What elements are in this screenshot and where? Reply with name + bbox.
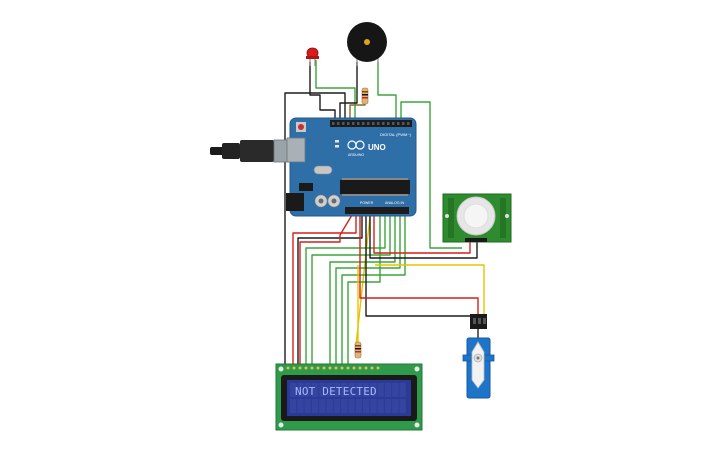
wire-green-4	[335, 215, 401, 365]
wire-green-2	[311, 215, 391, 365]
wire-green-buzzer	[377, 62, 397, 125]
lcd-cell	[290, 399, 297, 413]
wire-green-3	[329, 215, 396, 365]
lcd-cell	[348, 399, 355, 413]
lcd-cell	[304, 383, 311, 397]
lcd-cell	[319, 399, 326, 413]
usb-cable-icon	[210, 139, 293, 163]
lcd-display-text: NOT DETECTED	[295, 385, 377, 398]
wire-red-lcd	[292, 215, 357, 365]
reset-button[interactable]	[296, 122, 306, 132]
lcd-cell	[341, 383, 348, 397]
piezo-buzzer-icon[interactable]	[347, 22, 387, 66]
lcd-cell	[290, 383, 297, 397]
resistor-icon[interactable]	[361, 87, 369, 105]
digital-label: DIGITAL (PWM~)	[380, 132, 412, 137]
wire-black-pir	[369, 215, 478, 259]
lcd-cell	[370, 399, 377, 413]
lcd-cell	[319, 383, 326, 397]
analog-label: ANALOG IN	[385, 201, 405, 205]
wire-green-5	[341, 215, 406, 365]
lcd-cell	[399, 399, 406, 413]
lcd-16x2-display[interactable]: NOT DETECTED	[275, 363, 423, 431]
lcd-cell	[355, 399, 362, 413]
wire-green-1	[305, 215, 386, 365]
lcd-cell	[333, 399, 341, 413]
wire-red-pir	[373, 215, 471, 254]
lcd-cell	[370, 383, 377, 397]
wire-black-left	[284, 92, 346, 365]
wire-red-servo	[359, 215, 479, 316]
power-analog-header	[345, 207, 409, 214]
lcd-cell	[399, 383, 406, 397]
red-led-icon[interactable]	[306, 47, 319, 66]
lcd-cell	[326, 399, 333, 413]
atmega-chip	[340, 178, 410, 196]
lcd-cell	[297, 383, 304, 397]
pir-sensor-icon[interactable]	[442, 193, 512, 243]
lcd-cell	[348, 383, 355, 397]
lcd-cell-grid	[290, 383, 406, 413]
wire-black-buzzer	[339, 62, 358, 125]
lcd-cell	[363, 399, 370, 413]
lcd-resistor-icon[interactable]	[354, 341, 362, 359]
board-brand: ARDUINO	[348, 153, 364, 157]
wire-black-board	[297, 215, 363, 365]
wire-black-led	[309, 62, 336, 125]
lcd-cell	[297, 399, 304, 413]
micro-servo-icon[interactable]	[462, 314, 495, 399]
wire-red-2	[299, 214, 353, 365]
board-model: UNO	[368, 143, 386, 152]
lcd-cell	[384, 399, 392, 413]
lcd-cell	[326, 383, 333, 397]
arduino-logo-icon	[347, 140, 365, 150]
power-label: POWER	[360, 201, 374, 205]
wire-green-pir	[400, 101, 462, 249]
lcd-cell	[355, 383, 362, 397]
lcd-cell	[304, 399, 311, 413]
lcd-pin-pads	[286, 366, 380, 370]
lcd-cell	[392, 399, 399, 413]
lcd-cell	[377, 383, 384, 397]
lcd-cell	[384, 383, 392, 397]
lcd-cell	[311, 383, 319, 397]
lcd-cell	[392, 383, 399, 397]
arduino-uno-board[interactable]: DIGITAL (PWM~) ARDUINO UNO POWER ANALOG …	[286, 117, 417, 217]
lcd-cell	[363, 383, 370, 397]
digital-header-pins	[332, 122, 410, 125]
lcd-cell	[333, 383, 341, 397]
wire-yellow-servo	[375, 264, 485, 316]
wire-black-servo	[365, 215, 470, 317]
lcd-cell	[311, 399, 319, 413]
wire-green-led	[315, 60, 356, 125]
lcd-cell	[341, 399, 348, 413]
digital-header	[330, 120, 412, 127]
wire-green-6	[347, 215, 381, 365]
lcd-cell	[377, 399, 384, 413]
